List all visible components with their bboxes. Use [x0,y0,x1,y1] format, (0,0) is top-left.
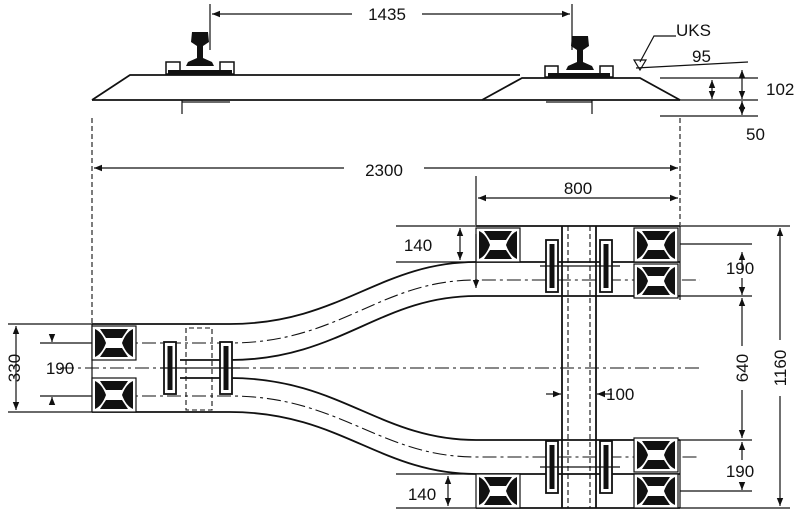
dim-left-inner-label: 190 [46,359,74,378]
dim-pad-left-top-label: 140 [404,236,432,255]
dim-height-total-label: 102 [766,80,794,99]
dim-pad-right-bottom-label: 190 [726,462,754,481]
dim-right: 190 640 190 1160 [680,225,794,509]
pad-icon [91,325,137,361]
dim-gauge: 1435 [209,2,573,50]
dim-beam-width: 100 [546,385,634,404]
dim-left: 330 190 [5,323,92,413]
pad-icon [633,437,679,473]
dim-length-label: 2300 [365,161,403,180]
pad-icon [475,227,521,263]
pad-icon [91,377,137,413]
dim-length: 2300 [91,118,681,325]
dim-overall-width-label: 1160 [771,350,790,387]
rail-left-icon [165,32,235,75]
dim-pad-left-bottom-label: 140 [408,485,436,504]
dim-rail-drop-label: 95 [692,47,711,66]
dim-middle-span-label: 640 [733,354,752,382]
pad-icon [633,473,679,509]
dim-head-length: 800 [475,176,678,225]
uks-label: UKS [676,21,711,40]
dim-pad-left-top: 140 [396,225,480,288]
dim-beam-width-label: 100 [606,385,634,404]
pad-icon [633,227,679,263]
dim-height-lower-label: 50 [746,125,765,144]
dim-pad-right-top-label: 190 [726,259,754,278]
pad-icon [475,473,521,509]
dim-head-length-label: 800 [564,179,592,198]
dim-left-outer-label: 330 [5,354,24,382]
pad-icon [633,263,679,299]
dim-gauge-label: 1435 [368,5,406,24]
dim-heights: UKS 95 102 50 [632,21,794,144]
dim-pad-left-bottom: 140 [396,473,476,509]
sleeper-elevation [91,32,681,114]
rail-right-icon [544,36,614,78]
sleeper-plan [60,225,700,509]
